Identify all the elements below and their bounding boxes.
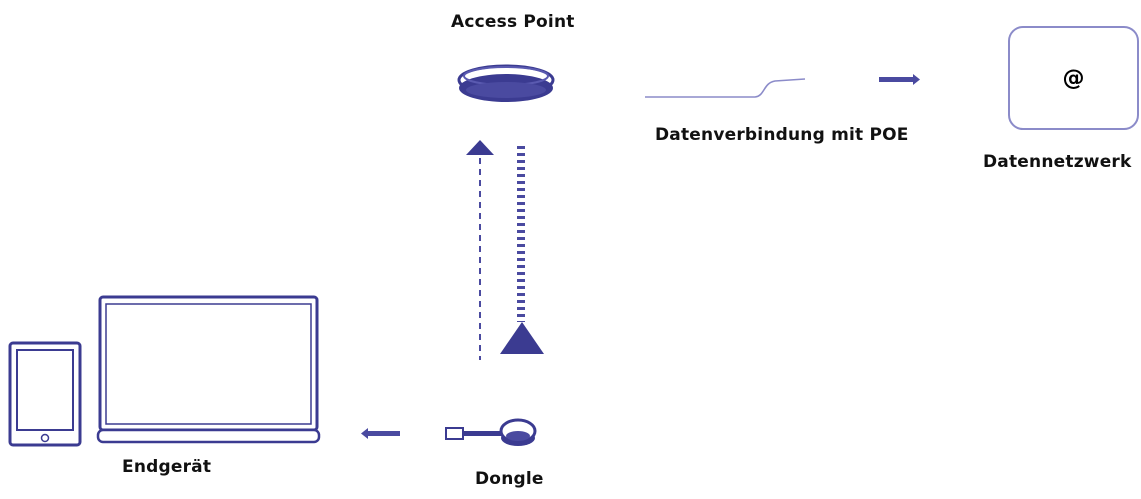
data-connection-label: Datenverbindung mit POE bbox=[655, 125, 909, 145]
arrow-left-icon bbox=[361, 428, 400, 439]
access-point-icon bbox=[457, 64, 555, 102]
poe-cable-line bbox=[645, 78, 806, 98]
downlink-arrow bbox=[500, 146, 544, 354]
at-symbol: @ bbox=[1062, 65, 1085, 91]
uplink-arrow bbox=[466, 140, 494, 360]
data-network-label: Datennetzwerk bbox=[983, 152, 1132, 172]
tablet-icon bbox=[8, 341, 82, 447]
laptop-icon bbox=[96, 295, 321, 444]
dongle-icon bbox=[445, 418, 537, 446]
end-device-label: Endgerät bbox=[122, 457, 212, 477]
arrow-right-icon bbox=[879, 74, 920, 85]
network-icon bbox=[1008, 26, 1139, 130]
access-point-label: Access Point bbox=[451, 12, 575, 32]
dongle-label: Dongle bbox=[475, 469, 544, 489]
